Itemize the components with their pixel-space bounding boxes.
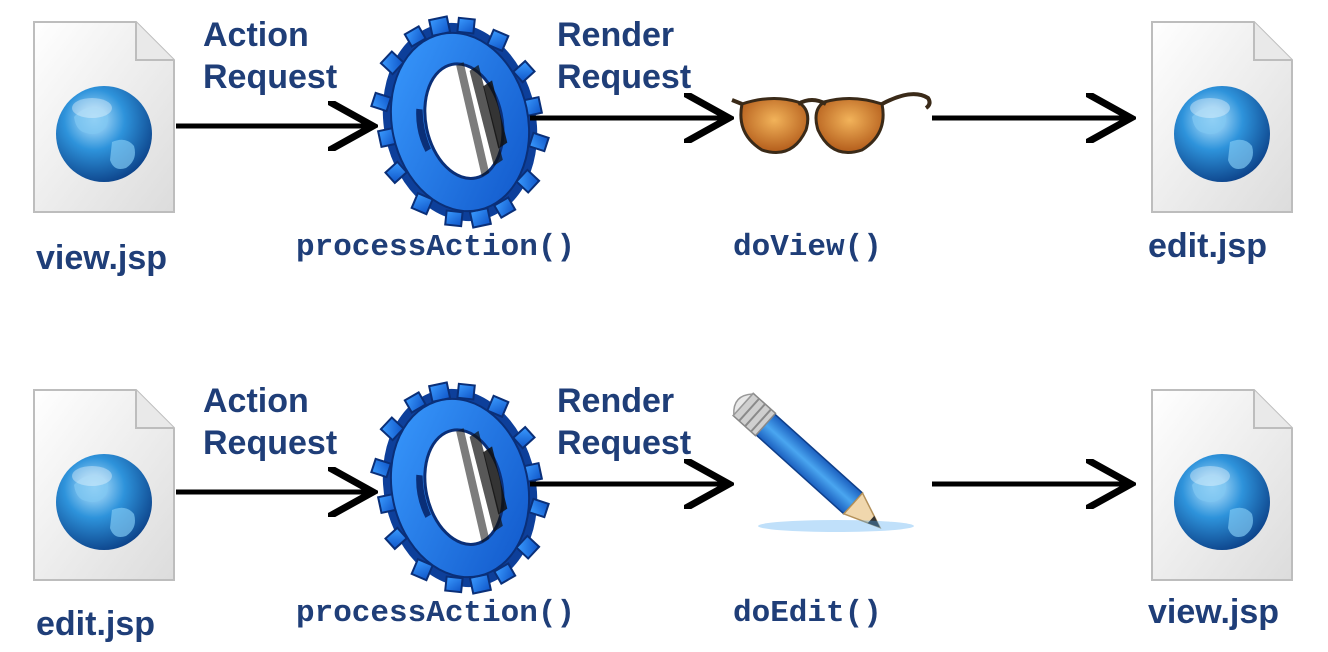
action-label-line1: Action (203, 382, 309, 420)
render-label-line1: Render (557, 382, 675, 420)
pencil-icon (726, 387, 915, 540)
source-file-icon[interactable] (33, 21, 175, 213)
render-label-line1: Render (557, 16, 675, 54)
sunglasses-icon (730, 92, 932, 155)
source-file-label: view.jsp (36, 239, 168, 277)
render-request-label: Render Request (557, 380, 691, 464)
target-file-label: edit.jsp (1148, 227, 1268, 265)
target-file-icon[interactable] (1151, 21, 1293, 213)
render-method-label: doEdit() (733, 596, 882, 631)
action-method-label: processAction() (296, 596, 576, 631)
render-method-label: doView() (733, 230, 882, 265)
action-label-line2: Request (203, 424, 338, 462)
action-request-label: Action Request (203, 14, 337, 98)
source-file-label: edit.jsp (36, 605, 156, 643)
target-file-icon[interactable] (1151, 389, 1293, 581)
render-request-label: Render Request (557, 14, 691, 98)
action-label-line2: Request (203, 58, 338, 96)
action-request-label: Action Request (203, 380, 337, 464)
target-file-label: view.jsp (1148, 593, 1280, 631)
render-label-line2: Request (557, 424, 692, 462)
row-2 (33, 365, 1293, 611)
gear-icon (354, 365, 566, 611)
gear-icon (354, 0, 566, 245)
action-method-label: processAction() (296, 230, 576, 265)
action-label-line1: Action (203, 16, 309, 54)
row-1 (33, 0, 1293, 245)
render-label-line2: Request (557, 58, 692, 96)
source-file-icon[interactable] (33, 389, 175, 581)
